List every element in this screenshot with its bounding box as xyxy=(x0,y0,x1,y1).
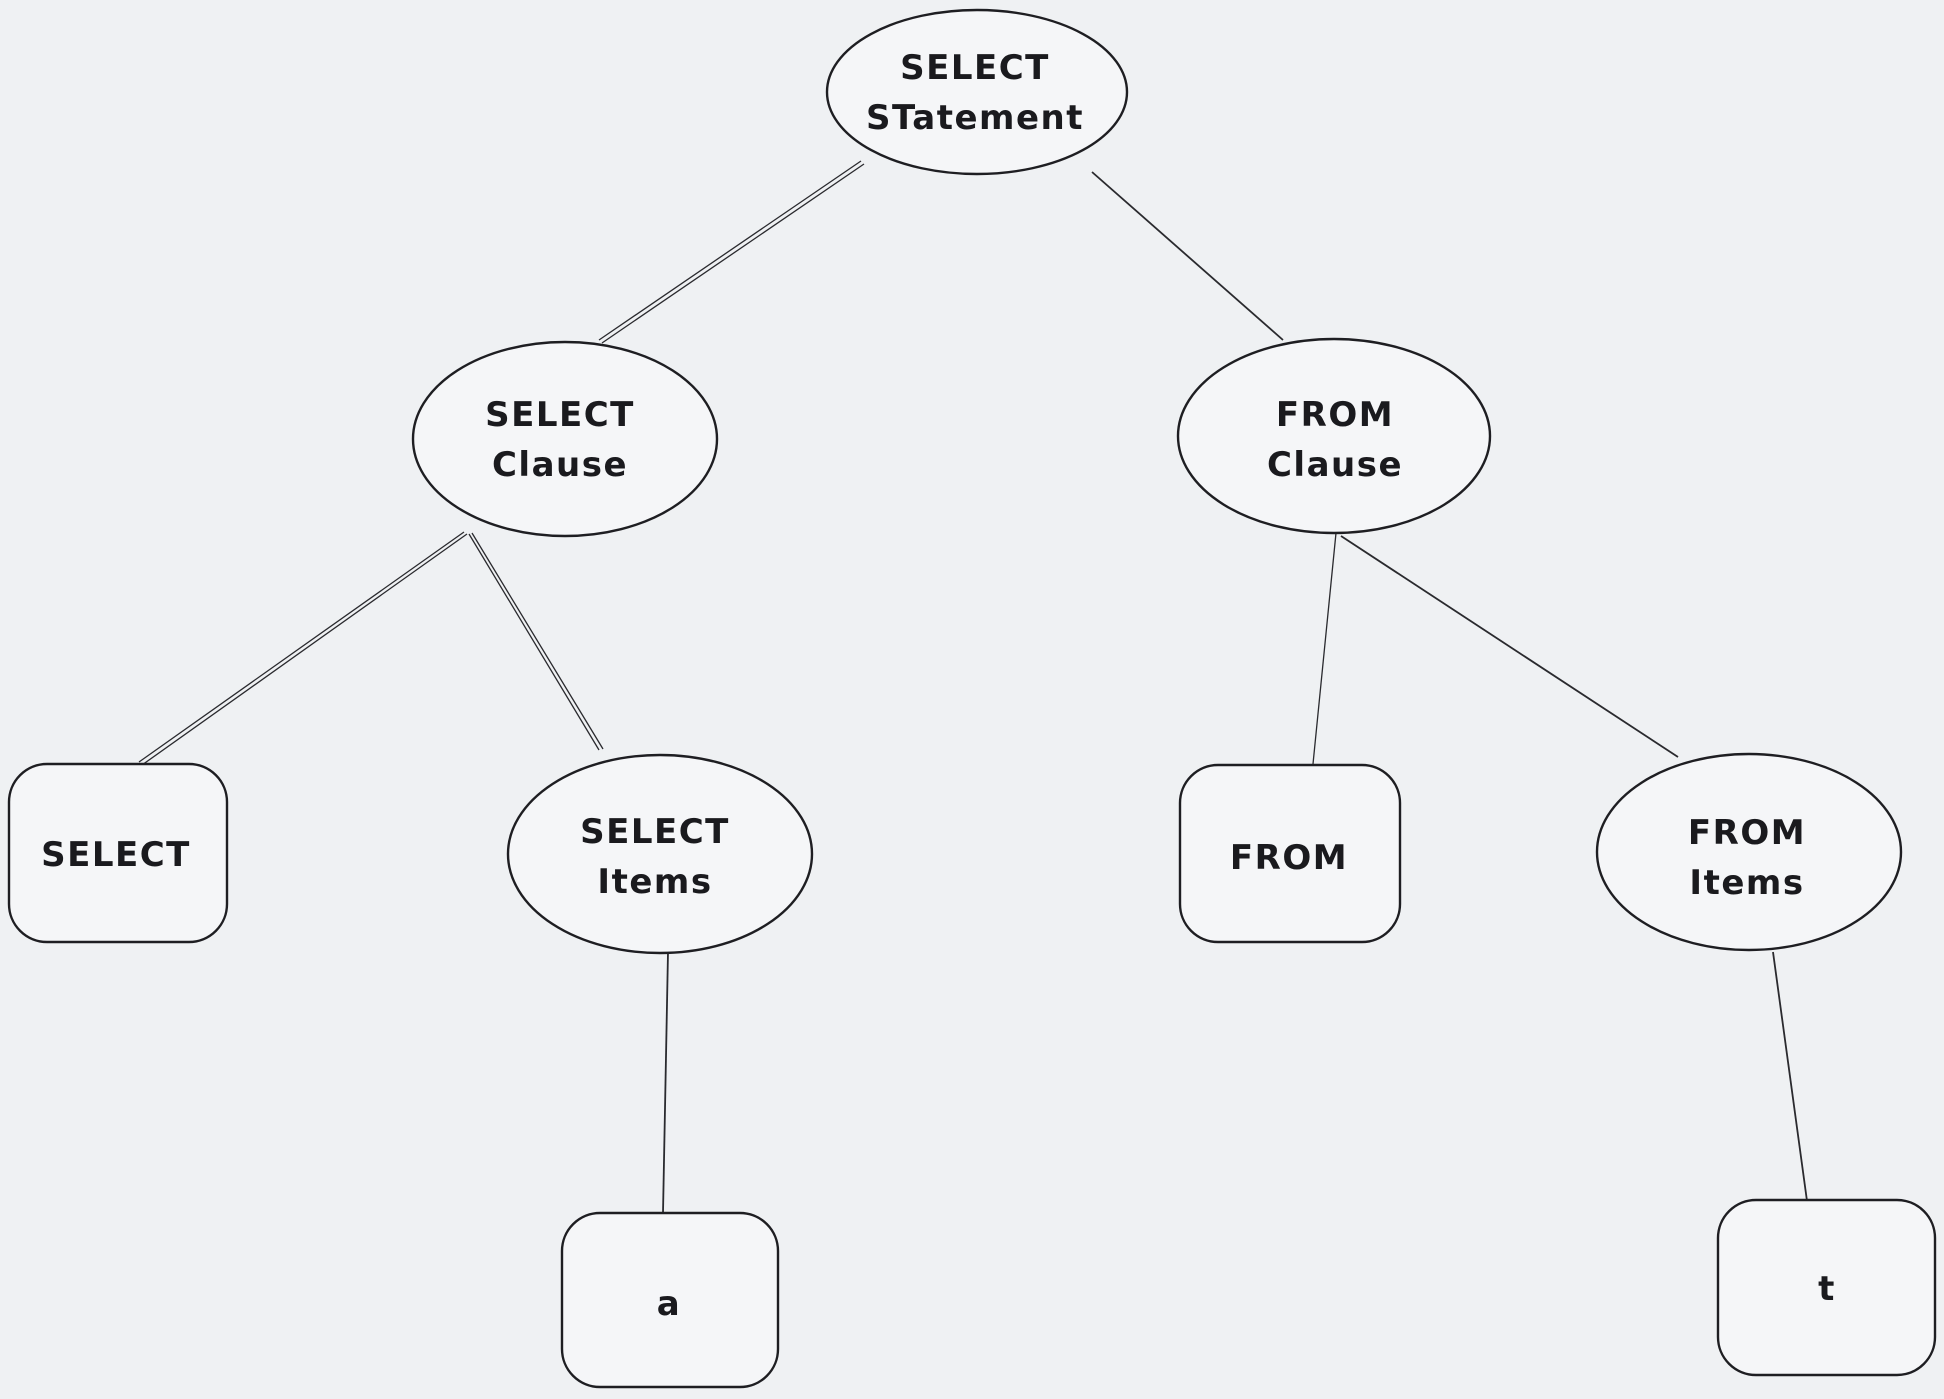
edge-select-statement-to-select-clause xyxy=(598,160,865,344)
node-from-items-label-line1: FROM xyxy=(1688,813,1806,853)
node-from-keyword-shape xyxy=(1178,763,1402,944)
edge-from-clause-to-from-keyword xyxy=(1312,532,1337,765)
node-select-items-label-line1: SELECT xyxy=(580,812,730,852)
node-select-keyword-label: SELECT xyxy=(41,835,191,875)
node-select-statement-label-line1: SELECT xyxy=(900,48,1050,88)
node-select-statement-label-line2: STatement xyxy=(866,98,1084,138)
node-select-items-label-line2: Items xyxy=(597,862,712,902)
edge-select-clause-to-select-items xyxy=(468,532,604,751)
node-select-clause-label-line2: Clause xyxy=(492,445,628,485)
node-from-items-shape xyxy=(1595,752,1903,952)
node-from-items: FROM Items xyxy=(1595,752,1903,952)
node-from-clause-label-line2: Clause xyxy=(1267,445,1403,485)
node-from-items-label-line2: Items xyxy=(1689,863,1804,903)
edge-select-clause-to-select-keyword xyxy=(138,531,468,766)
node-from-clause-label-line1: FROM xyxy=(1276,395,1394,435)
node-leaf-a-label: a xyxy=(657,1284,681,1324)
node-leaf-t: t xyxy=(1716,1198,1937,1377)
node-select-statement-shape xyxy=(825,8,1129,176)
edge-select-items-to-leaf-a xyxy=(662,951,669,1214)
node-select-keyword: SELECT xyxy=(7,762,229,944)
node-leaf-t-shape xyxy=(1716,1198,1937,1377)
node-select-clause: SELECT Clause xyxy=(411,340,719,538)
edge-from-items-to-leaf-t xyxy=(1772,951,1808,1202)
node-from-keyword: FROM xyxy=(1178,763,1402,944)
node-select-items: SELECT Items xyxy=(506,753,814,955)
edge-select-statement-to-from-clause xyxy=(1091,171,1284,341)
edge-from-clause-to-from-items xyxy=(1340,535,1679,758)
node-from-clause-shape xyxy=(1176,337,1492,535)
node-from-clause: FROM Clause xyxy=(1176,337,1492,535)
node-select-clause-shape xyxy=(411,340,719,538)
node-select-keyword-shape xyxy=(7,762,229,944)
node-select-items-shape xyxy=(506,753,814,955)
node-select-statement: SELECT STatement xyxy=(825,8,1129,176)
node-leaf-a: a xyxy=(560,1211,780,1389)
node-leaf-t-label: t xyxy=(1818,1269,1836,1309)
node-from-keyword-label: FROM xyxy=(1230,838,1348,878)
node-select-clause-label-line1: SELECT xyxy=(485,395,635,435)
node-leaf-a-shape xyxy=(560,1211,780,1389)
